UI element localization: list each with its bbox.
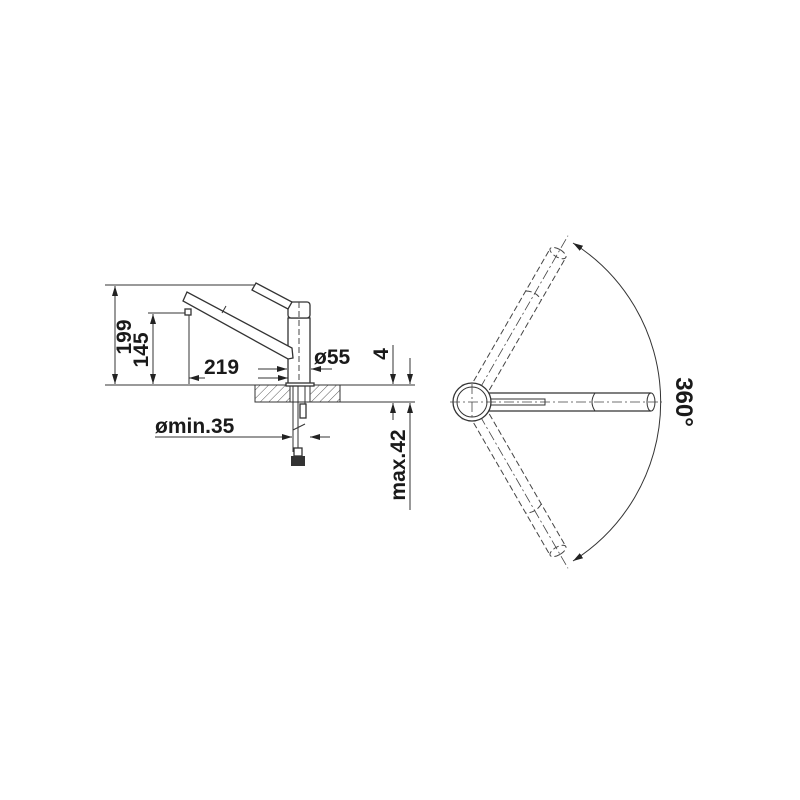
dim-hole-diameter: ømin.35: [155, 415, 235, 438]
faucet-side: [182, 282, 341, 466]
dim-base-diameter: ø55: [314, 346, 351, 369]
rotation-angle: 360°: [670, 377, 697, 427]
top-view: 360°: [450, 235, 697, 569]
dim-worktop-thickness: max.42: [387, 429, 410, 500]
dim-total-height: 199: [113, 319, 136, 354]
dim-gap: 4: [370, 348, 393, 360]
side-view: 199 145 219 ø55: [105, 282, 415, 510]
dim-spout-reach: 219: [204, 356, 239, 379]
spout: [182, 291, 294, 360]
lever: [251, 282, 293, 310]
rotation-arc: [572, 242, 662, 562]
dim-spout-height: 145: [130, 332, 153, 367]
